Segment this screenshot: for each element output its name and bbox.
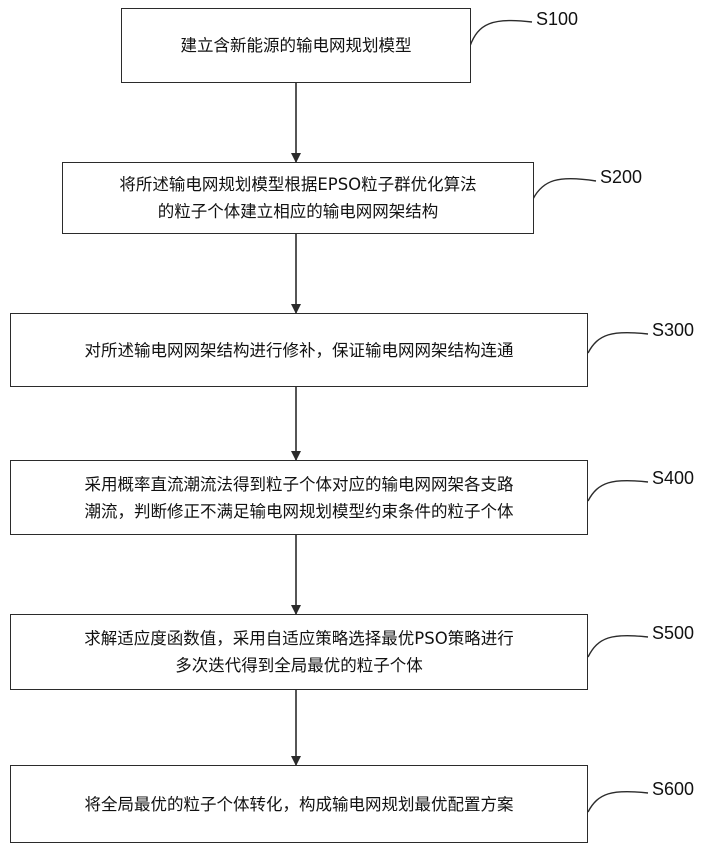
step-s600-box: 将全局最优的粒子个体转化，构成输电网规划最优配置方案	[10, 765, 588, 843]
step-s300-text: 对所述输电网网架结构进行修补，保证输电网网架结构连通	[85, 337, 514, 364]
leader-s400	[588, 481, 648, 501]
step-s100-box: 建立含新能源的输电网规划模型	[121, 8, 471, 83]
step-s200-text: 将所述输电网规划模型根据EPSO粒子群优化算法 的粒子个体建立相应的输电网网架结…	[119, 171, 476, 225]
step-s500-text: 求解适应度函数值，采用自适应策略选择最优PSO策略进行 多次迭代得到全局最优的粒…	[84, 625, 513, 679]
leader-s100	[470, 20, 532, 46]
leader-s200	[533, 179, 596, 199]
step-s600-text: 将全局最优的粒子个体转化，构成输电网规划最优配置方案	[85, 791, 514, 818]
step-s500-box: 求解适应度函数值，采用自适应策略选择最优PSO策略进行 多次迭代得到全局最优的粒…	[10, 614, 588, 690]
step-s200-label: S200	[600, 167, 642, 187]
leader-s300	[588, 333, 648, 353]
step-s100-text: 建立含新能源的输电网规划模型	[181, 32, 412, 59]
leader-s600	[588, 792, 648, 812]
step-s100-label: S100	[536, 9, 578, 29]
step-s400-label: S400	[652, 468, 694, 488]
step-s300-box: 对所述输电网网架结构进行修补，保证输电网网架结构连通	[10, 313, 588, 387]
step-s400-text: 采用概率直流潮流法得到粒子个体对应的输电网网架各支路 潮流，判断修正不满足输电网…	[85, 471, 514, 525]
leader-s500	[588, 636, 648, 657]
step-s400-box: 采用概率直流潮流法得到粒子个体对应的输电网网架各支路 潮流，判断修正不满足输电网…	[10, 460, 588, 535]
step-s200-box: 将所述输电网规划模型根据EPSO粒子群优化算法 的粒子个体建立相应的输电网网架结…	[62, 162, 534, 234]
step-s600-label: S600	[652, 779, 694, 799]
step-s500-label: S500	[652, 623, 694, 643]
step-s300-label: S300	[652, 320, 694, 340]
